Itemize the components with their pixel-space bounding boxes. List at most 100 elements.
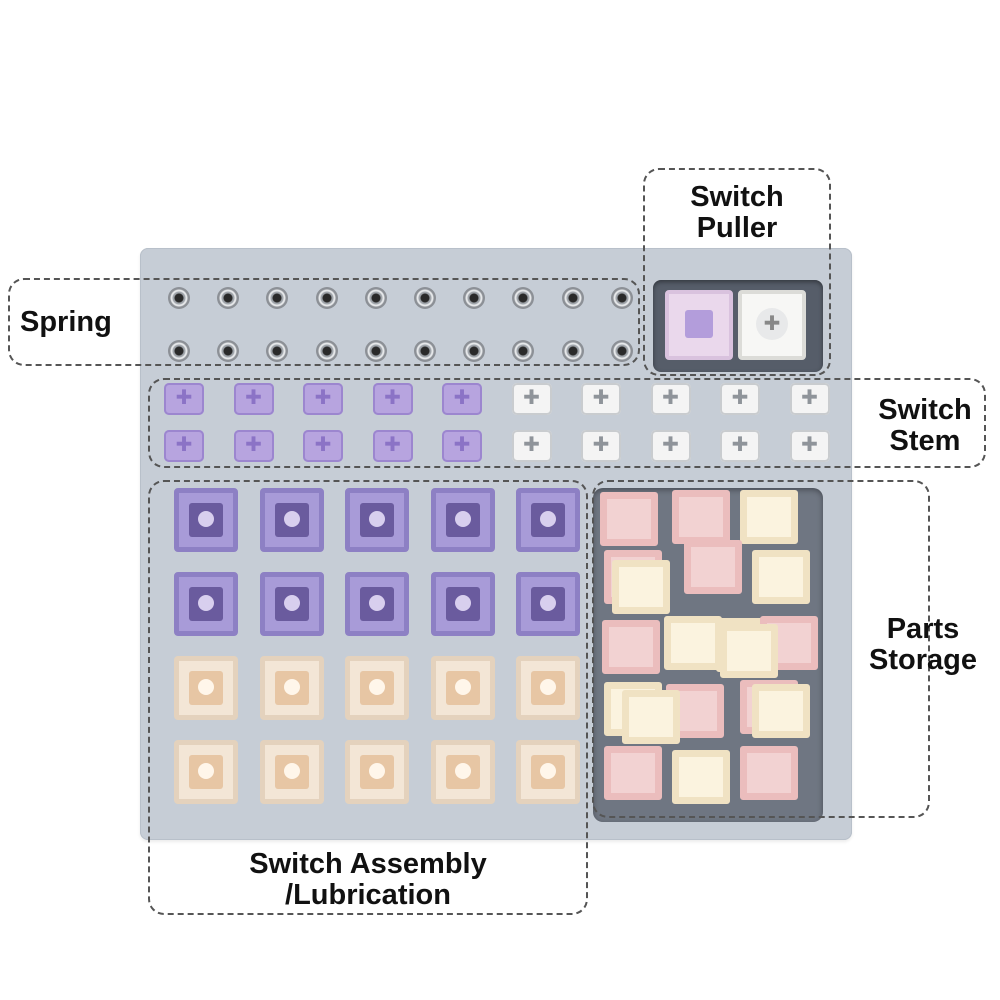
spring-icon [610,287,633,309]
switch-icon [259,656,324,720]
switch-stem-core [198,511,214,527]
switch-stem-icon [720,430,760,462]
switch-icon [430,656,495,720]
switch-stem-core [540,763,556,779]
switch-assembly-label: Switch Assembly /Lubrication [150,849,586,911]
switch-stem-icon [720,383,760,415]
spring-icon [512,340,535,362]
spring-icon [414,287,436,309]
switch-housing-icon [720,624,778,678]
switch-housing-icon [740,490,798,544]
switch-puller-label-line2: Puller [696,212,778,244]
spring-icon [217,340,240,362]
parts-storage-callout [592,480,930,818]
spring-icon [168,287,190,309]
switch-stem-icon [442,383,482,415]
switch-icon [259,740,324,804]
switch-icon [516,488,580,552]
switch-icon [430,740,495,804]
spring-icon [610,340,633,362]
switch-stem-core [283,595,300,611]
switch-housing-icon [672,490,730,544]
switch-stem-icon [511,383,552,415]
switch-icon [516,656,580,720]
switch-assembly-label-line1: Switch Assembly [249,848,487,880]
switch-housing-icon [752,550,810,604]
switch-stem-icon [650,383,691,415]
switch-housing-icon [622,690,680,744]
switch-puller-label: Switch Puller [660,182,814,244]
switch-stem-core [369,511,385,527]
spring-icon [217,287,240,309]
spring-icon [315,287,338,309]
switch-icon [174,656,238,720]
switch-icon [345,740,409,804]
spring-icon [266,340,289,362]
switch-stem-core [454,763,471,779]
switch-housing-icon [684,540,742,594]
switch-stem-core [283,679,300,695]
switch-stem-label: Switch Stem [866,395,984,457]
switch-stem-icon [789,383,830,415]
switch-stem-icon [581,430,621,462]
switch-stem-icon [372,430,413,462]
puller-switch-white-icon: ✚ [738,290,806,360]
switch-icon [430,488,495,552]
switch-stem-core [369,763,385,779]
switch-assembly-label-line2: /Lubrication [285,879,451,911]
switch-stem-core [198,595,214,611]
switch-stem-icon [164,383,204,415]
spring-icon [414,340,436,362]
switch-stem-icon [164,430,204,462]
switch-stem-label-line2: Stem [889,425,961,457]
switch-icon [345,488,409,552]
switch-stem-core [283,763,300,779]
switch-stem-core [454,511,471,527]
switch-stem-icon [303,430,343,462]
switch-stem-core [283,511,300,527]
switch-icon [516,740,580,804]
spring-icon [364,340,387,362]
switch-stem-icon [650,430,691,462]
switch-icon [345,656,409,720]
spring-label: Spring [20,306,112,338]
switch-housing-icon [602,620,660,674]
switch-housing-icon [600,492,658,546]
switch-stem-label-line1: Switch [878,394,972,426]
switch-icon [174,488,238,552]
switch-icon [174,740,238,804]
parts-storage-label: Parts Storage [858,614,988,676]
switch-icon [259,572,324,636]
parts-storage-label-line2: Storage [869,644,977,676]
switch-stem-icon [233,383,274,415]
switch-housing-icon [612,560,670,614]
switch-stem-icon [789,430,830,462]
switch-stem-callout [148,378,986,468]
switch-stem-icon [581,383,621,415]
switch-icon [259,488,324,552]
parts-storage-label-line1: Parts [886,613,960,645]
spring-icon [463,287,486,309]
spring-icon [512,287,535,309]
switch-stem-core [454,595,471,611]
switch-stem-icon [303,383,343,415]
switch-housing-icon [664,616,722,670]
switch-stem-core [198,763,214,779]
switch-housing-icon [740,746,798,800]
spring-callout [8,278,640,366]
switch-stem-core [369,679,385,695]
switch-assembly-callout [148,480,588,915]
switch-stem-icon [511,430,552,462]
switch-stem-icon [372,383,413,415]
spring-icon [561,287,584,309]
switch-stem-icon [233,430,274,462]
spring-icon [561,340,584,362]
switch-stem-core [369,595,385,611]
switch-icon [345,572,409,636]
spring-icon [364,287,387,309]
switch-puller-callout [643,168,831,376]
switch-icon [516,572,580,636]
switch-housing-icon [604,746,662,800]
switch-stem-core [198,679,214,695]
spring-icon [168,340,190,362]
